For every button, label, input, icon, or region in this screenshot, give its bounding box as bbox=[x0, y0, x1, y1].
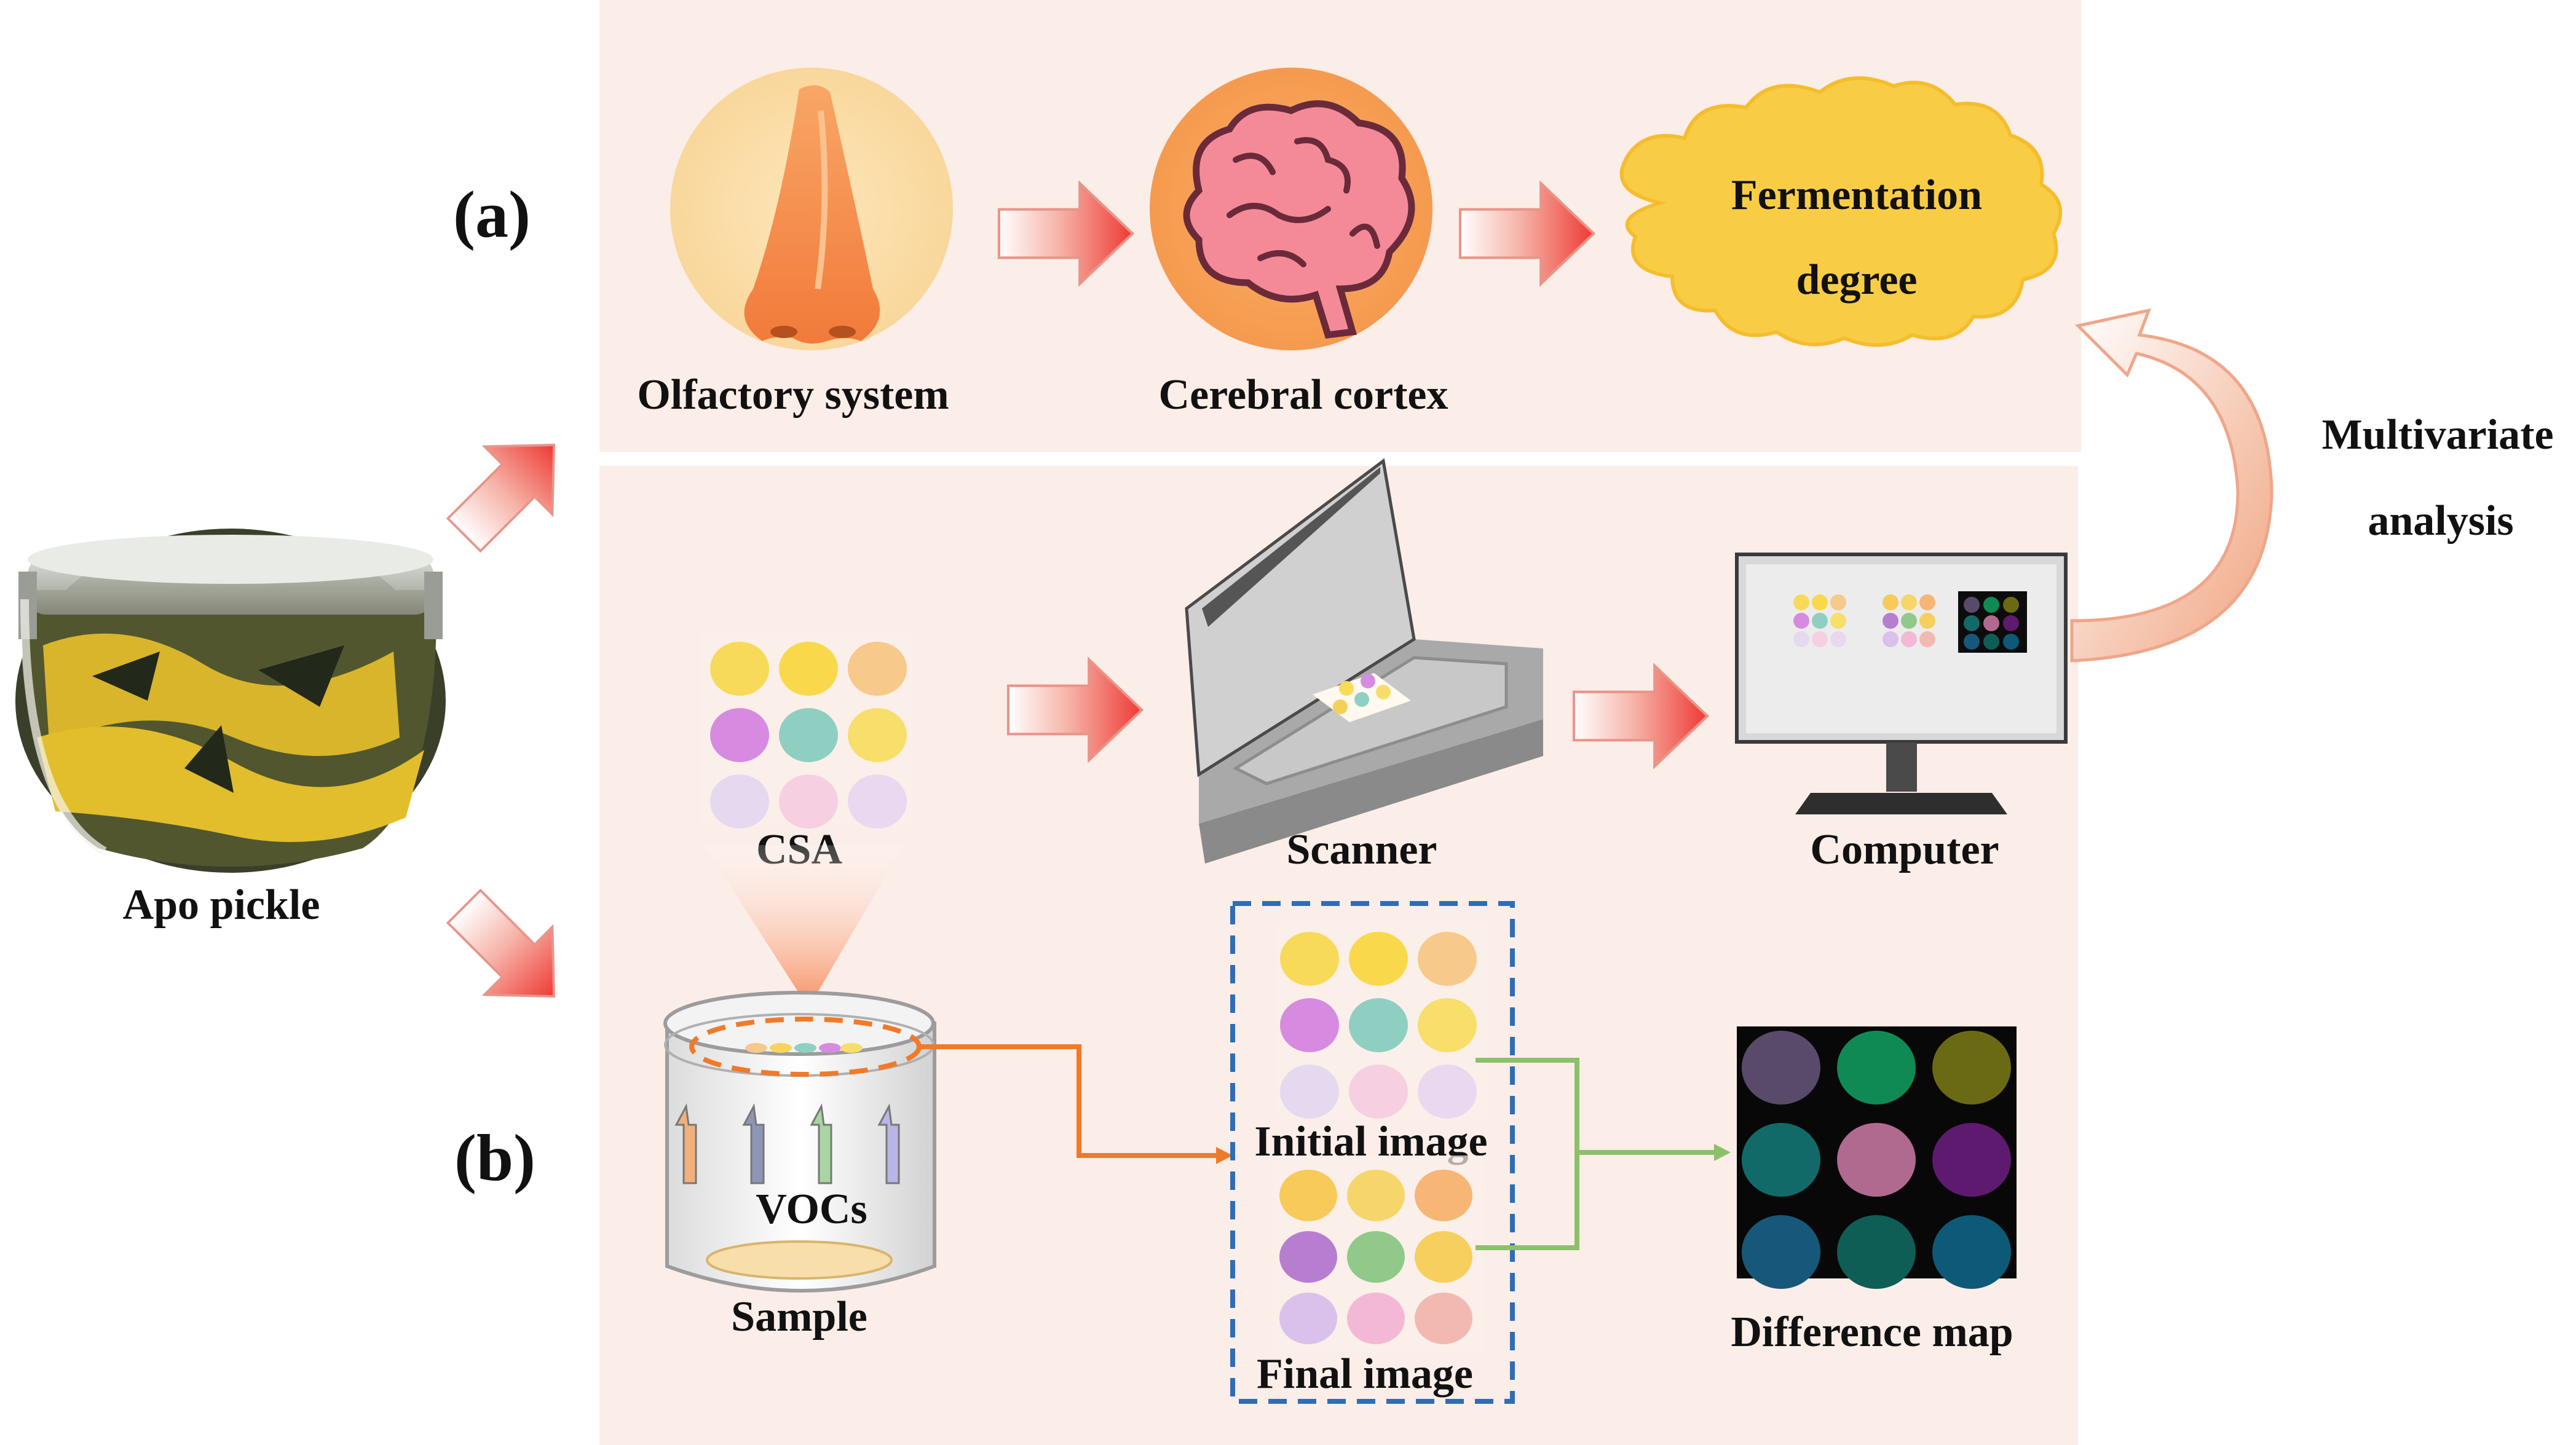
screen-final-spot bbox=[1883, 613, 1898, 629]
final-spot bbox=[1415, 1231, 1472, 1283]
csa-spot bbox=[710, 774, 769, 829]
screen-initial-spot bbox=[1830, 594, 1846, 610]
screen-difference-spot bbox=[1983, 634, 1999, 650]
nose-icon bbox=[670, 68, 953, 350]
csa-spot bbox=[779, 642, 838, 696]
screen-final-spot bbox=[1883, 594, 1898, 610]
initial-spot bbox=[1280, 1065, 1339, 1119]
csa-spot bbox=[848, 708, 907, 762]
brain-icon bbox=[1150, 68, 1432, 350]
screen-final-spot bbox=[1883, 631, 1898, 647]
difference-spot bbox=[1742, 1031, 1820, 1104]
green-connector-arrowhead bbox=[1714, 1144, 1731, 1161]
screen-initial-spot bbox=[1830, 613, 1846, 629]
difference-spot bbox=[1932, 1215, 2011, 1289]
csa-spot bbox=[779, 774, 838, 829]
final-image-label: Final image bbox=[1257, 1350, 1473, 1398]
arrow-to-panel-b bbox=[429, 871, 590, 1032]
screen-initial-spot bbox=[1793, 631, 1809, 647]
final-spot bbox=[1415, 1170, 1472, 1221]
scanner-label: Scanner bbox=[1287, 826, 1437, 873]
screen-initial-spot bbox=[1830, 631, 1846, 647]
initial-spot bbox=[1418, 1065, 1477, 1119]
difference-spot bbox=[1932, 1031, 2011, 1104]
final-image-array bbox=[1279, 1170, 1472, 1344]
initial-spot bbox=[1349, 932, 1408, 986]
green-connector bbox=[1476, 1058, 1718, 1250]
panel-a-label: (a) bbox=[453, 178, 531, 251]
screen-initial-spot bbox=[1812, 613, 1828, 629]
screen-difference-spot bbox=[2003, 615, 2019, 631]
screen-difference-spot bbox=[1983, 597, 1999, 613]
difference-spot bbox=[1837, 1123, 1916, 1197]
olfactory-system-label: Olfactory system bbox=[637, 371, 949, 419]
initial-spot bbox=[1349, 1065, 1408, 1119]
csa-spot bbox=[848, 642, 907, 696]
final-spot bbox=[1279, 1293, 1337, 1344]
scanner-icon bbox=[1185, 458, 1543, 864]
panel-b-label: (b) bbox=[454, 1122, 535, 1195]
orange-connector-arrowhead bbox=[1216, 1147, 1233, 1164]
computer-icon bbox=[1735, 553, 2068, 814]
csa-array bbox=[710, 642, 907, 829]
final-spot bbox=[1347, 1170, 1405, 1221]
screen-difference-spot bbox=[2003, 597, 2019, 613]
image-comparison-box bbox=[1230, 901, 1515, 1404]
sample-label: Sample bbox=[731, 1293, 867, 1341]
difference-map-label: Difference map bbox=[1731, 1309, 2013, 1356]
pickle-jar-image bbox=[15, 529, 446, 873]
screen-final-spot bbox=[1919, 594, 1935, 610]
screen-final-spot bbox=[1901, 594, 1917, 610]
initial-spot bbox=[1280, 998, 1339, 1052]
final-spot bbox=[1415, 1293, 1472, 1344]
orange-connector bbox=[919, 1044, 1223, 1158]
screen-difference-spot bbox=[1983, 615, 1999, 631]
cerebral-cortex-label: Cerebral cortex bbox=[1159, 371, 1448, 419]
initial-spot bbox=[1418, 932, 1477, 986]
screen-final-spot bbox=[1901, 613, 1917, 629]
screen-difference-spot bbox=[2003, 634, 2019, 650]
screen-difference-spot bbox=[1964, 615, 1980, 631]
screen-difference-spot bbox=[1964, 634, 1980, 650]
fermentation-label: Fermentation bbox=[1731, 171, 1982, 219]
screen-final-spot bbox=[1919, 613, 1935, 629]
sample-beaker-icon bbox=[663, 991, 936, 1293]
screen-initial-spot bbox=[1793, 613, 1809, 629]
final-spot bbox=[1347, 1293, 1405, 1344]
screen-final-spot bbox=[1901, 631, 1917, 647]
final-spot bbox=[1347, 1231, 1405, 1283]
screen-initial-spot bbox=[1793, 594, 1809, 610]
initial-spot bbox=[1349, 998, 1408, 1052]
multivariate-label: Multivariate bbox=[2321, 411, 2553, 459]
vocs-label: VOCs bbox=[756, 1186, 867, 1233]
initial-spot bbox=[1418, 998, 1477, 1052]
multivariate-curved-arrow bbox=[2070, 308, 2274, 663]
csa-spot bbox=[779, 708, 838, 762]
csa-spot bbox=[710, 708, 769, 762]
difference-spot bbox=[1837, 1215, 1916, 1289]
degree-label: degree bbox=[1796, 256, 1918, 304]
pickle-jar-label: Apo pickle bbox=[123, 881, 320, 929]
analysis-label: analysis bbox=[2368, 497, 2513, 545]
screen-initial-spot bbox=[1812, 594, 1828, 610]
csa-spot bbox=[848, 774, 907, 829]
computer-label: Computer bbox=[1810, 826, 1999, 873]
arrow-to-panel-a bbox=[429, 409, 590, 570]
fermentation-cloud bbox=[1619, 76, 2063, 347]
difference-spot bbox=[1837, 1031, 1916, 1104]
difference-spot bbox=[1932, 1123, 2011, 1197]
initial-spot bbox=[1280, 932, 1339, 986]
difference-map-array bbox=[1742, 1031, 2011, 1289]
csa-projection-cone bbox=[704, 845, 904, 1008]
initial-image-array bbox=[1280, 932, 1477, 1119]
difference-spot bbox=[1742, 1215, 1820, 1289]
final-spot bbox=[1279, 1170, 1337, 1221]
screen-final-spot bbox=[1919, 631, 1935, 647]
difference-spot bbox=[1742, 1123, 1820, 1197]
screen-initial-spot bbox=[1812, 631, 1828, 647]
screen-difference-spot bbox=[1964, 597, 1980, 613]
final-spot bbox=[1279, 1231, 1337, 1283]
csa-spot bbox=[710, 642, 769, 696]
